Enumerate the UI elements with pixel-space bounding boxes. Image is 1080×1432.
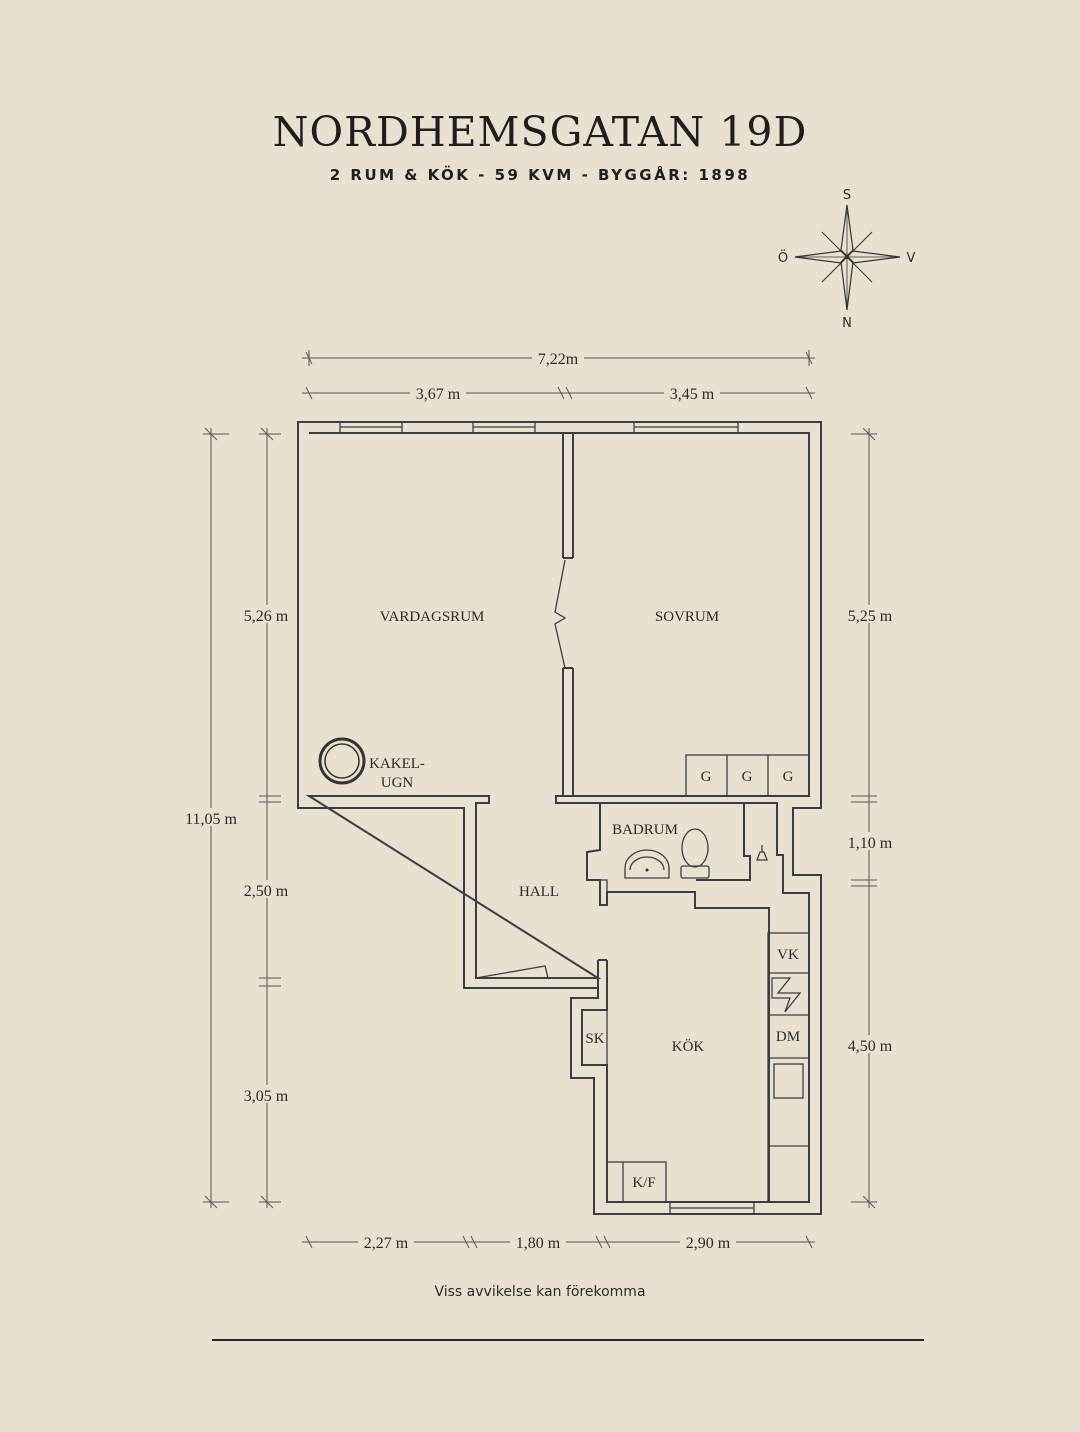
compass-south-label: S [843, 188, 851, 203]
sink-icon [624, 849, 670, 879]
water-heater-label: VK [777, 947, 799, 963]
dim-bottom-middle: 1,80 m [516, 1235, 561, 1252]
dim-left-lower: 3,05 m [244, 1088, 289, 1105]
dim-top-left: 3,67 m [416, 386, 461, 403]
room-label-bathroom: BADRUM [612, 822, 678, 838]
stove-label-line1: KAKEL- [369, 756, 425, 772]
tiled-stove-icon [318, 737, 366, 785]
dim-bottom-left: 2,27 m [364, 1235, 409, 1252]
shower-icon [756, 845, 768, 861]
dim-left-upper: 5,26 m [244, 608, 289, 625]
outer-walls [297, 421, 822, 1215]
disclaimer-text: Viss avvikelse kan förekomma [434, 1284, 646, 1300]
dim-bottom-right: 2,90 m [686, 1235, 731, 1252]
page-subtitle: 2 RUM & KÖK - 59 KVM - BYGGÅR: 1898 [329, 166, 751, 184]
wardrobes [685, 754, 810, 797]
footer-divider [212, 1339, 924, 1341]
compass-east-label: Ö [778, 249, 788, 266]
page-title: NORDHEMSGATAN 19D [272, 108, 808, 156]
compass-west-label: V [907, 251, 916, 266]
fridge-freezer-label: K/F [632, 1175, 655, 1191]
room-label-living: VARDAGSRUM [380, 609, 485, 625]
dim-top-total: 7,22m [538, 351, 579, 368]
dishwasher-label: DM [776, 1029, 800, 1045]
dim-left-total: 11,05 m [185, 811, 237, 828]
kitchen-counter [767, 932, 810, 1203]
compass-north-label: N [842, 316, 852, 331]
stove-label-line2: UGN [381, 775, 414, 791]
room-label-kitchen: KÖK [672, 1038, 705, 1055]
toilet-icon [680, 828, 710, 879]
cabinet-label: SK [585, 1031, 604, 1047]
dimension-lines [203, 350, 877, 1249]
cabinet-box [581, 1009, 608, 1066]
room-label-bedroom: SOVRUM [655, 609, 719, 625]
fridge-freezer-box [622, 1161, 667, 1203]
dim-left-middle: 2,50 m [244, 883, 289, 900]
wardrobe-label-1: G [701, 769, 712, 785]
wardrobe-label-3: G [783, 769, 794, 785]
dim-right-upper: 5,25 m [848, 608, 893, 625]
compass-icon [794, 204, 901, 311]
dim-top-right: 3,45 m [670, 386, 715, 403]
room-label-hall: HALL [519, 884, 559, 900]
windows [339, 421, 755, 1215]
dim-right-middle: 1,10 m [848, 835, 893, 852]
dim-right-lower: 4,50 m [848, 1038, 893, 1055]
wardrobe-label-2: G [742, 769, 753, 785]
